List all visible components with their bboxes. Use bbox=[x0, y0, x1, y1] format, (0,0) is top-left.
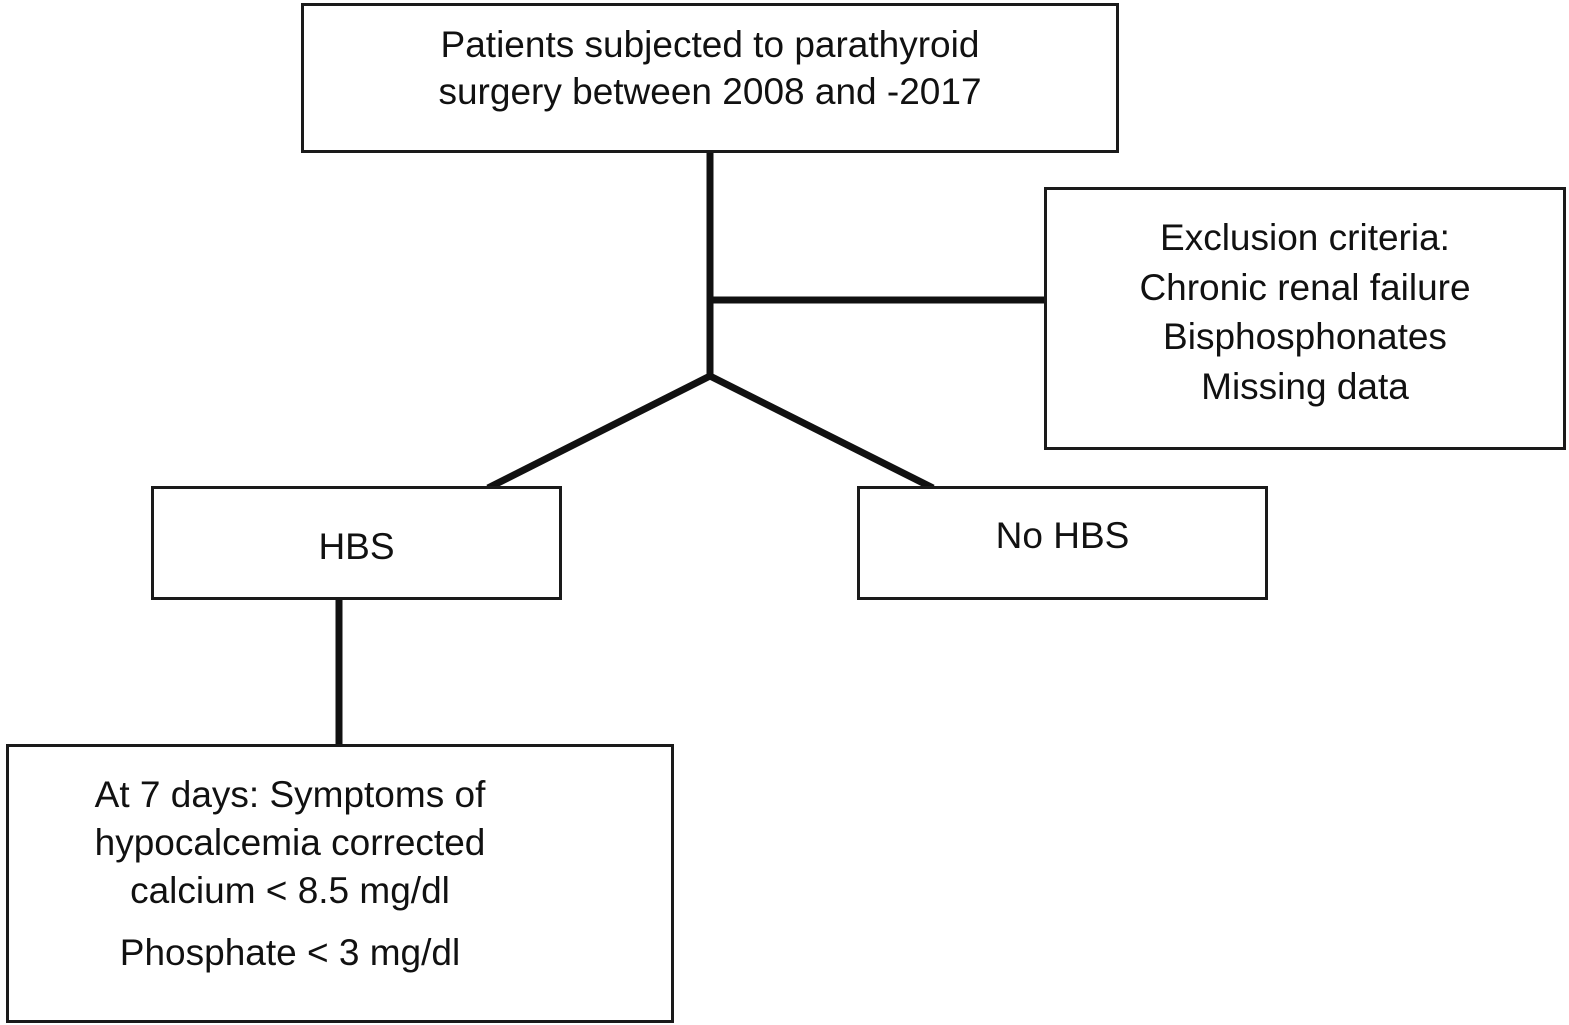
patients-line-2: surgery between 2008 and -2017 bbox=[438, 71, 982, 112]
no-hbs-label: No HBS bbox=[995, 515, 1130, 556]
outcome-line-3: calcium < 8.5 mg/dl bbox=[130, 870, 450, 912]
hbs-box: HBS bbox=[151, 486, 562, 600]
no-hbs-box: No HBS bbox=[857, 486, 1268, 600]
hbs-label: HBS bbox=[318, 525, 395, 567]
exclusion-line-4: Missing data bbox=[1201, 365, 1409, 407]
outcome-line-2: hypocalcemia corrected bbox=[94, 822, 486, 864]
patients-line-1: Patients subjected to parathyroid bbox=[440, 24, 980, 66]
outcome-box: At 7 days: Symptoms of hypocalcemia corr… bbox=[6, 744, 674, 1023]
connector-branch-to-hbs bbox=[486, 372, 712, 492]
exclusion-line-1: Exclusion criteria: bbox=[1160, 217, 1450, 258]
outcome-line-4: Phosphate < 3 mg/dl bbox=[119, 932, 461, 974]
patients-box: Patients subjected to parathyroid surger… bbox=[301, 3, 1119, 153]
exclusion-criteria-box: Exclusion criteria: Chronic renal failur… bbox=[1044, 187, 1566, 450]
exclusion-line-3: Bisphosphonates bbox=[1163, 316, 1447, 358]
exclusion-line-2: Chronic renal failure bbox=[1139, 266, 1471, 308]
connector-branch-to-no-hbs bbox=[708, 372, 935, 492]
outcome-line-1: At 7 days: Symptoms of bbox=[94, 774, 486, 815]
